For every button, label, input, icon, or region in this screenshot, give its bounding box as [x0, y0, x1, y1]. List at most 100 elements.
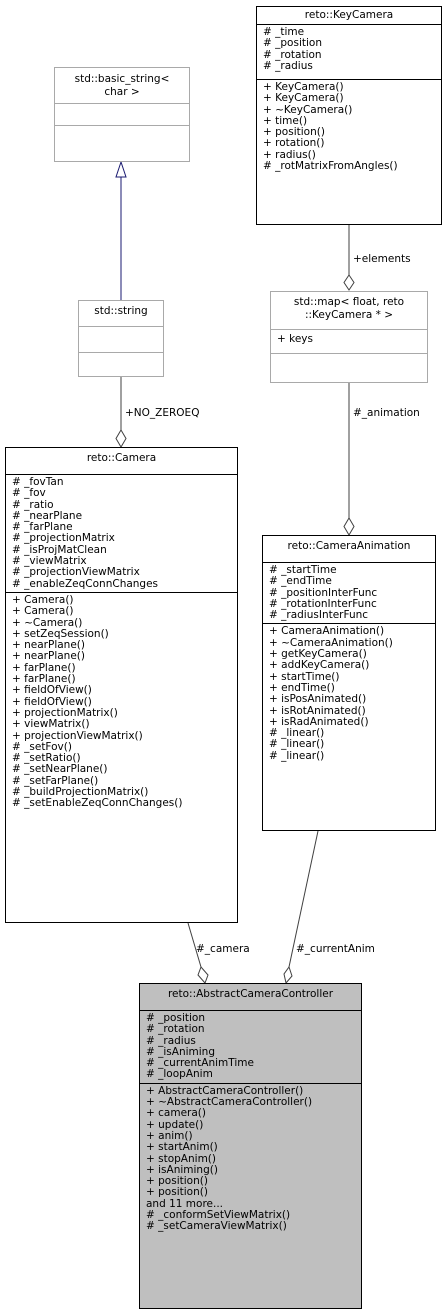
- class-std-string[interactable]: std::string: [78, 300, 164, 377]
- method-section: + Camera() + Camera() + ~Camera() + setZ…: [6, 591, 237, 812]
- method: + fieldOfView(): [12, 684, 92, 697]
- class-title: reto::CameraAnimation: [287, 540, 411, 552]
- method: + anim(): [146, 1129, 193, 1142]
- attribute: # _position: [146, 1012, 205, 1024]
- class-std-map[interactable]: std::map< float, reto ::KeyCamera * > + …: [270, 291, 428, 383]
- attribute: # _loopAnim: [146, 1068, 213, 1081]
- attribute-section: # _position # _rotation # _radius # _isA…: [140, 1010, 361, 1083]
- attribute: # _rotationInterFunc: [269, 597, 377, 610]
- class-basic-string[interactable]: std::basic_string< char >: [54, 67, 190, 162]
- attribute: # _farPlane: [12, 521, 73, 534]
- method: + isRadAnimated(): [269, 715, 369, 728]
- attribute: # _radius: [263, 59, 313, 72]
- edge-label-elements: +elements: [353, 253, 411, 265]
- method: # _setCameraViewMatrix(): [146, 1220, 287, 1233]
- method: # _buildProjectionMatrix(): [12, 786, 149, 799]
- inheritance-arrowhead: [115, 160, 127, 178]
- attribute-section: + keys: [271, 329, 427, 353]
- method: + isRotAnimated(): [269, 704, 366, 717]
- attribute: # _ratio: [12, 498, 54, 511]
- attribute: # _rotation: [263, 48, 322, 61]
- attribute: # _radiusInterFunc: [269, 609, 369, 622]
- attribute: # _rotation: [146, 1023, 205, 1036]
- attribute: # _projectionViewMatrix: [12, 566, 140, 579]
- method: + isPosAnimated(): [269, 693, 367, 706]
- method: + position(): [146, 1175, 208, 1188]
- method: + setZeqSession(): [12, 627, 109, 640]
- method: + endTime(): [269, 681, 335, 694]
- method: + time(): [263, 114, 308, 127]
- class-title: std::basic_string< char >: [55, 68, 189, 103]
- class-title: reto::AbstractCameraController: [167, 988, 334, 1000]
- edge-label-camera: #_camera: [196, 943, 250, 955]
- method-section: + AbstractCameraController() + ~Abstract…: [140, 1082, 361, 1235]
- method: + getKeyCamera(): [269, 648, 367, 661]
- attribute: # _radius: [146, 1034, 196, 1047]
- attribute: # _fov: [12, 487, 46, 500]
- method: + projectionMatrix(): [12, 706, 118, 719]
- attribute-section: [55, 103, 189, 125]
- method: + Camera(): [12, 605, 74, 618]
- no-zeroeq-diamond: [115, 429, 127, 448]
- method: + ~KeyCamera(): [263, 103, 353, 116]
- method: + camera(): [146, 1107, 206, 1120]
- attribute: # _endTime: [269, 575, 332, 588]
- attribute: + keys: [277, 333, 313, 345]
- elements-diamond: [343, 274, 355, 291]
- class-key-camera[interactable]: reto::KeyCamera # _time # _position # _r…: [256, 6, 442, 225]
- attribute: # _isAniming: [146, 1045, 215, 1058]
- attribute: # _time: [263, 26, 305, 38]
- attribute: # _viewMatrix: [12, 555, 87, 568]
- camera-diamond: [197, 966, 209, 984]
- method-section: [79, 352, 163, 378]
- method: # _linear(): [269, 738, 325, 751]
- method: + CameraAnimation(): [269, 625, 385, 638]
- method: + addKeyCamera(): [269, 659, 370, 672]
- method: # _conformSetViewMatrix(): [146, 1209, 291, 1222]
- method: # _setRatio(): [12, 752, 81, 765]
- class-abstract-camera-controller[interactable]: reto::AbstractCameraController # _positi…: [139, 983, 362, 1309]
- animation-diamond: [343, 517, 355, 536]
- attribute-section: # _fovTan # _fov # _ratio # _nearPlane #…: [6, 474, 237, 592]
- method: # _setNearPlane(): [12, 763, 108, 776]
- method: + projectionViewMatrix(): [12, 729, 143, 742]
- method: + startTime(): [269, 670, 340, 683]
- camera-line: [187, 922, 202, 968]
- method: + farPlane(): [12, 661, 76, 674]
- class-camera[interactable]: reto::Camera # _fovTan # _fov # _ratio #…: [5, 447, 238, 923]
- attribute: # _startTime: [269, 564, 337, 576]
- attribute: # _projectionMatrix: [12, 532, 115, 545]
- method: + fieldOfView(): [12, 695, 92, 708]
- method: + Camera(): [12, 593, 74, 606]
- method: + KeyCamera(): [263, 92, 344, 105]
- method: # _setFarPlane(): [12, 774, 99, 787]
- method: + startAnim(): [146, 1141, 218, 1154]
- method-section: + KeyCamera() + KeyCamera() + ~KeyCamera…: [257, 79, 441, 174]
- method: + ~CameraAnimation(): [269, 636, 393, 649]
- method: + KeyCamera(): [263, 81, 344, 93]
- attribute: # _fovTan: [12, 476, 64, 488]
- method: # _rotMatrixFromAngles(): [263, 160, 398, 173]
- attribute: # _positionInterFunc: [269, 586, 378, 599]
- attribute: # _nearPlane: [12, 509, 83, 522]
- method: + nearPlane(): [12, 639, 85, 652]
- method: + nearPlane(): [12, 650, 85, 663]
- attribute-section: # _time # _position # _rotation # _radiu…: [257, 24, 441, 79]
- method: # _setEnableZeqConnChanges(): [12, 797, 183, 810]
- method-section: [55, 125, 189, 147]
- method: # _setFov(): [12, 740, 72, 753]
- attribute-section: # _startTime # _endTime # _positionInter…: [263, 562, 435, 623]
- class-title-line: ::KeyCamera * >: [304, 309, 394, 321]
- class-title: reto::Camera: [86, 452, 157, 464]
- method-section: + CameraAnimation() + ~CameraAnimation()…: [263, 623, 435, 764]
- attribute: # _currentAnimTime: [146, 1057, 254, 1070]
- method: # _linear(): [269, 749, 325, 762]
- method: + position(): [146, 1186, 208, 1199]
- method: + update(): [146, 1118, 204, 1131]
- method: + rotation(): [263, 137, 325, 150]
- method: + ~Camera(): [12, 616, 83, 629]
- class-camera-animation[interactable]: reto::CameraAnimation # _startTime # _en…: [262, 535, 436, 831]
- method: # _linear(): [269, 727, 325, 740]
- attribute-section: [79, 326, 163, 352]
